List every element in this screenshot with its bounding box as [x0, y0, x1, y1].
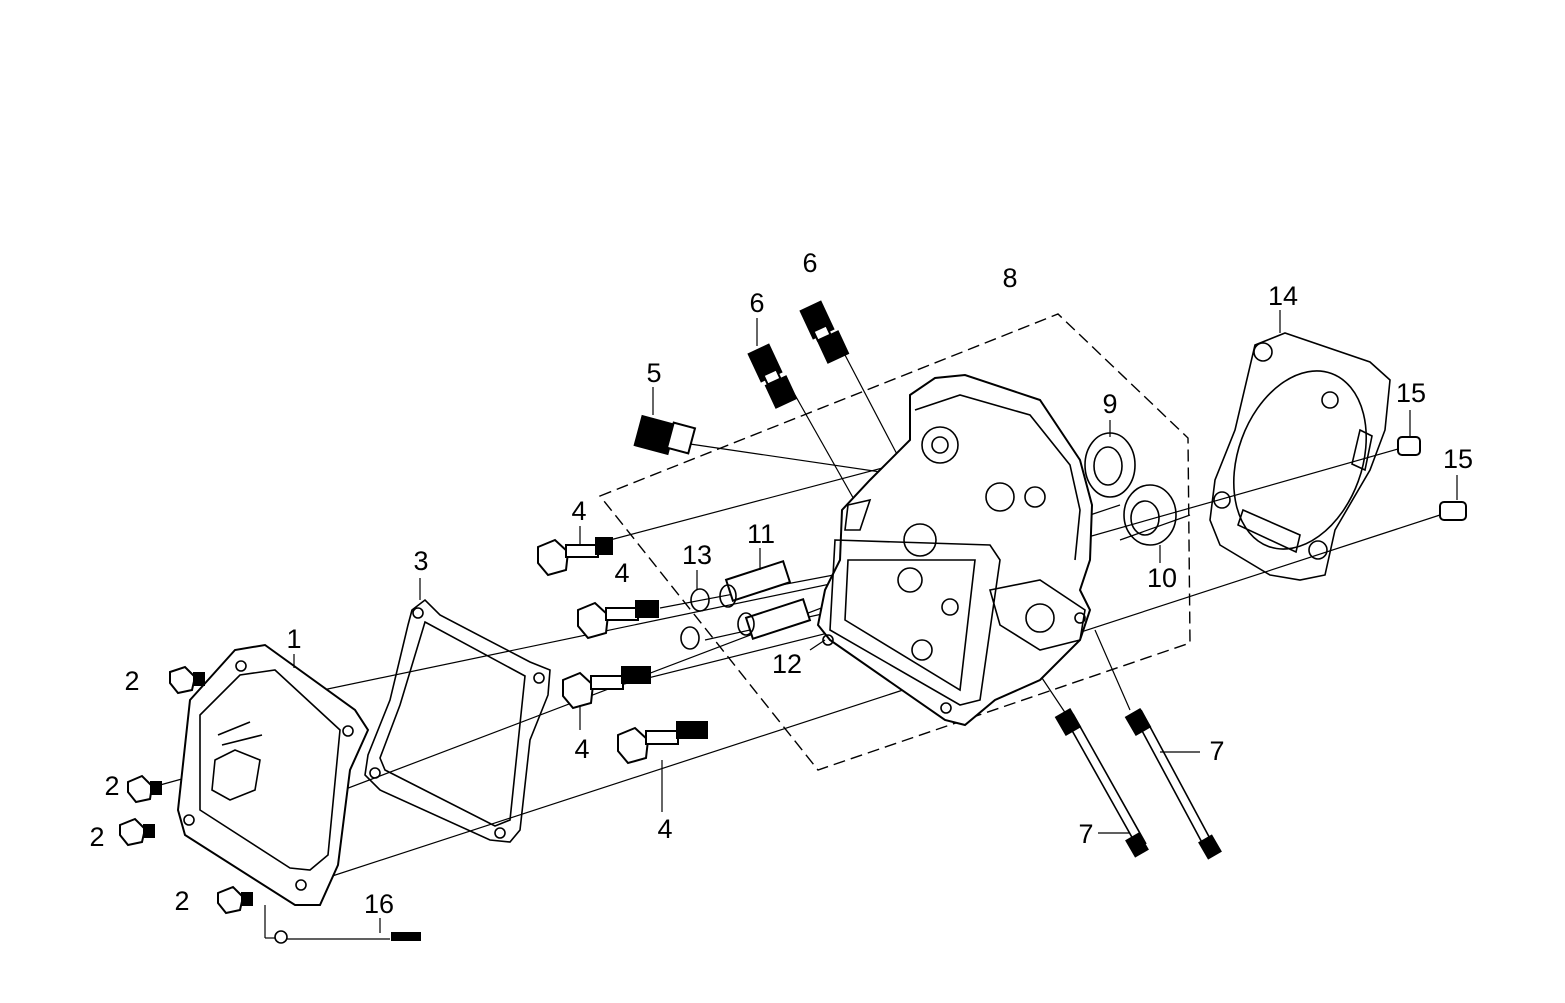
callout-12: 12 [772, 649, 802, 679]
callout-2-a: 2 [124, 666, 139, 696]
stud-part-6-a [747, 343, 798, 409]
bolt-part-4-b [577, 600, 659, 640]
callout-7-b: 7 [1209, 736, 1224, 766]
bolt-part-4-d [617, 721, 708, 765]
callout-4-a: 4 [571, 496, 586, 526]
callout-15-b: 15 [1443, 444, 1473, 474]
spark-plug-part-5 [633, 414, 697, 456]
bolt-part-2-a [169, 665, 205, 695]
cylinder-head-part-8 [816, 373, 1094, 727]
callout-14: 14 [1268, 281, 1298, 311]
callout-4-b: 4 [614, 558, 629, 588]
callout-2-c: 2 [89, 822, 104, 852]
callout-labels: 1 2 2 2 2 3 4 4 4 4 5 6 6 7 7 8 9 10 11 … [89, 248, 1473, 919]
seal-part-9 [1084, 432, 1136, 498]
callout-9: 9 [1102, 389, 1117, 419]
callout-13: 13 [682, 540, 712, 570]
bolt-part-2-d [217, 885, 253, 915]
callout-8: 8 [1002, 263, 1017, 293]
stud-part-7-a [1054, 707, 1149, 858]
callout-15-a: 15 [1396, 378, 1426, 408]
callout-4-d: 4 [657, 814, 672, 844]
callout-10: 10 [1147, 563, 1177, 593]
callout-6-b: 6 [802, 248, 817, 278]
stud-part-6-b [799, 300, 850, 364]
callout-7-a: 7 [1078, 819, 1093, 849]
bolt-part-2-c [119, 817, 155, 847]
callout-2-d: 2 [174, 886, 189, 916]
callout-4-c: 4 [574, 734, 589, 764]
assembly-boundary-8 [598, 313, 1191, 771]
valve-cover-gasket-part-3 [364, 598, 551, 843]
valve-cover-part-1 [176, 643, 370, 906]
callout-leaders [293, 310, 1458, 933]
dowel-part-15-b [1439, 501, 1467, 521]
callout-16: 16 [364, 889, 394, 919]
dowel-part-15-a [1397, 436, 1421, 456]
bolt-part-4-c [562, 666, 651, 710]
breather-part-16 [264, 905, 421, 944]
o-ring-part-13 [680, 588, 710, 650]
callout-11: 11 [747, 519, 775, 549]
bolt-part-4-a [537, 537, 613, 577]
callout-2-b: 2 [104, 771, 119, 801]
seal-part-10 [1123, 484, 1177, 546]
stud-part-7-b [1124, 707, 1222, 860]
callout-3: 3 [413, 546, 428, 576]
callout-6-a: 6 [749, 288, 764, 318]
bolt-part-2-b [127, 774, 162, 804]
callout-5: 5 [646, 358, 661, 388]
head-gasket-part-14 [1209, 332, 1391, 581]
sleeve-part-11 [719, 560, 812, 640]
callout-1: 1 [286, 624, 301, 654]
